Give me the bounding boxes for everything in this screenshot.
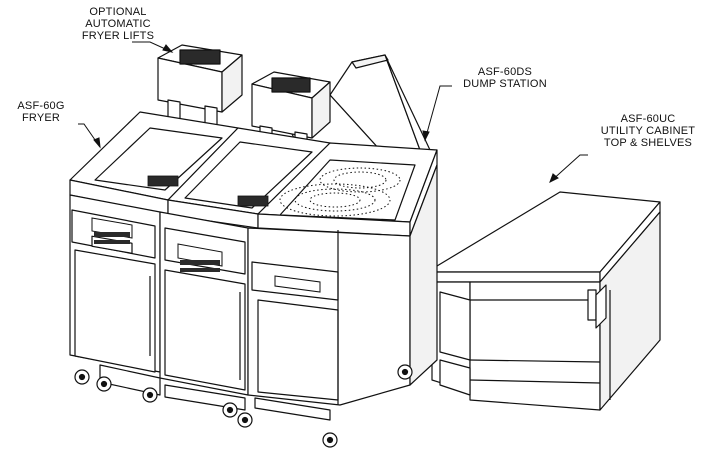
callout-utility-cabinet-line-1: ASF-60UC [620, 113, 676, 125]
keypad-left [94, 232, 130, 244]
callout-utility-cabinet-line-2: UTILITY CABINET [600, 125, 696, 137]
perforated-pan [279, 167, 401, 217]
callout-utility-cabinet: ASF-60UC UTILITY CABINET TOP & SHELVES [588, 113, 708, 149]
callout-fryer: ASF-60G FRYER [4, 100, 78, 124]
keypad-middle [180, 260, 220, 272]
fryer-cabinet-middle [159, 211, 249, 396]
callout-fryer-lifts-line-3: FRYER LIFTS [81, 30, 155, 42]
callout-utility-cabinet-line-3: TOP & SHELVES [603, 137, 693, 149]
utility-cabinet [426, 191, 661, 411]
casters [74, 364, 413, 448]
arrow-utility-cabinet [549, 173, 559, 184]
callout-dump-station: ASF-60DS DUMP STATION [450, 66, 560, 90]
leader-dump-station [424, 85, 452, 141]
callout-dump-station-line-2: DUMP STATION [463, 78, 547, 90]
control-panels [91, 217, 321, 293]
fryer-top-deck [69, 111, 438, 237]
callout-fryer-line-1: ASF-60G [17, 100, 65, 112]
base-skirt [99, 364, 331, 421]
callout-fryer-lifts-line-1: OPTIONAL [89, 6, 147, 18]
callout-fryer-lifts-line-2: AUTOMATIC [85, 18, 151, 30]
callout-dump-station-line-1: ASF-60DS [477, 66, 533, 78]
fryer-cabinet-left [69, 194, 161, 373]
arrow-fryer-lifts [162, 44, 174, 53]
arrow-dump-station [422, 130, 430, 142]
leader-utility-cabinet [549, 154, 588, 183]
callout-fryer-line-2: FRYER [21, 112, 61, 124]
fryer-tub-interiors [147, 175, 269, 207]
callout-fryer-lifts: OPTIONAL AUTOMATIC FRYER LIFTS [58, 6, 178, 42]
arrow-fryer [93, 137, 101, 149]
leader-lines [78, 41, 588, 184]
